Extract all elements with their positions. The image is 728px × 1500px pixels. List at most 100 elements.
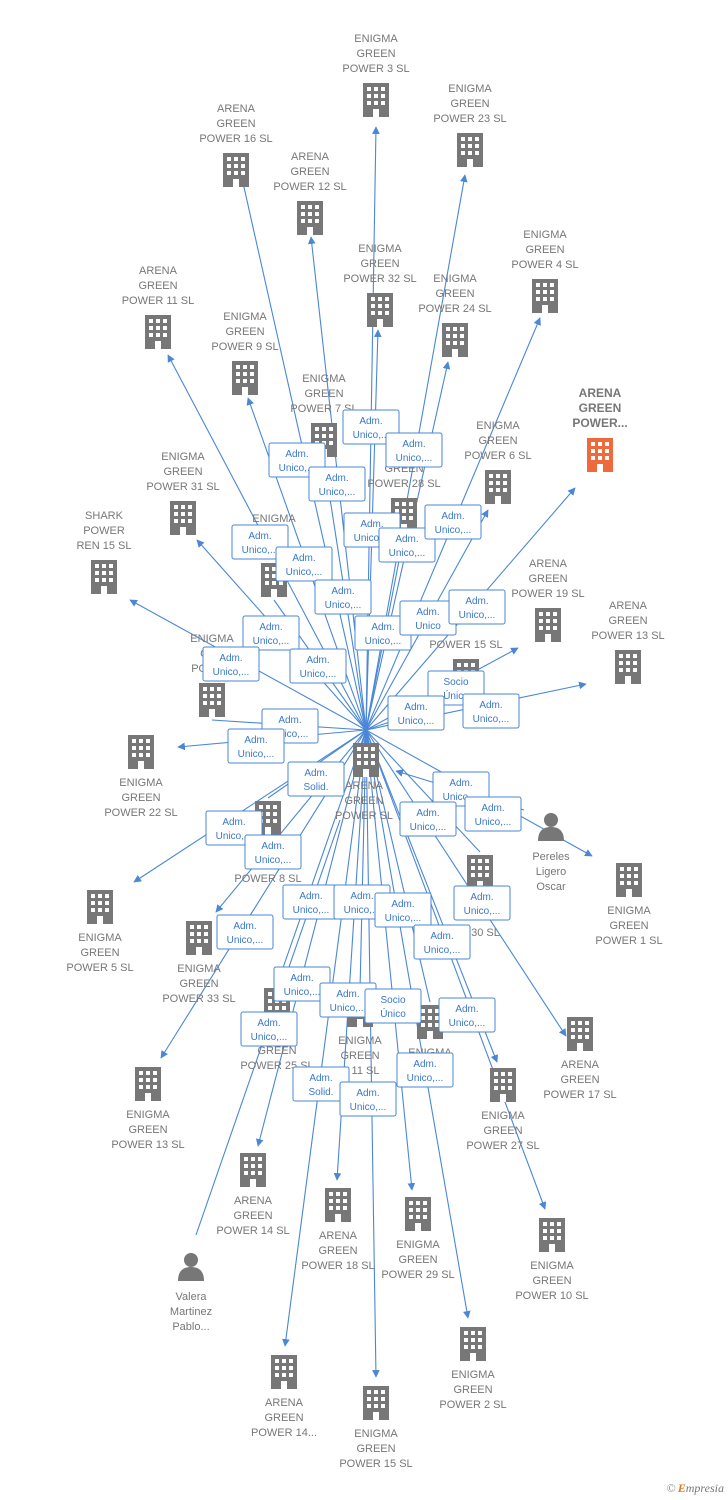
node-agp-label: POWER... — [572, 416, 627, 430]
relation-badge[interactable]: Adm.Unico,... — [464, 796, 522, 832]
relation-badge[interactable]: Adm.Unico,... — [448, 589, 506, 625]
relation-badge[interactable]: Adm.Unico,... — [387, 695, 445, 731]
relation-badge[interactable]: Adm.Unico,... — [308, 466, 366, 502]
node-eg8[interactable]: POWER 8 SL — [234, 801, 302, 885]
node-ag19-label: ARENA — [529, 558, 568, 570]
relation-badge[interactable]: Adm.Unico,... — [462, 693, 520, 729]
relation-badge[interactable]: Adm.Unico,... — [216, 914, 274, 950]
relation-badge[interactable]: Adm.Unico,... — [378, 527, 436, 563]
node-eg27-label: ENIGMA — [481, 1110, 525, 1122]
edge-eg30 — [365, 729, 481, 853]
relation-badge[interactable]: Adm.Unico,... — [413, 924, 471, 960]
node-eg15a[interactable]: POWER 15 SL — [429, 639, 503, 693]
node-eg23-label: POWER 23 SL — [433, 113, 506, 125]
relation-badge[interactable]: Adm.Unico,... — [240, 1011, 298, 1047]
relation-role: Adm. — [290, 973, 313, 984]
relation-badge[interactable]: Adm.Unico,... — [374, 892, 432, 928]
node-ag19-label: POWER 19 SL — [511, 588, 584, 600]
relation-badge[interactable]: Adm.Solid. — [287, 761, 345, 797]
building-icon — [240, 1153, 266, 1187]
relation-type: Solid. — [308, 1087, 333, 1098]
relation-role: Adm. — [416, 607, 439, 618]
relation-badge[interactable]: Adm.Unico,... — [289, 648, 347, 684]
relation-badge[interactable]: Adm.Unico,... — [202, 646, 260, 682]
node-agp-label: GREEN — [579, 401, 622, 415]
relation-badge[interactable]: Adm.Unico,... — [244, 834, 302, 870]
node-eg4-label: POWER 4 SL — [511, 259, 578, 271]
relation-badge[interactable]: Adm.Unico,... — [399, 801, 457, 837]
building-icon — [532, 279, 558, 313]
relation-badge[interactable]: Adm.Unico,... — [282, 884, 340, 920]
node-eg24-label: ENIGMA — [433, 273, 477, 285]
relation-badge[interactable]: Adm.Unico,... — [385, 432, 443, 468]
building-icon — [615, 650, 641, 684]
node-eg7-label: POWER 7 SL — [290, 403, 357, 415]
relation-badge[interactable]: Adm.Unico,... — [396, 1052, 454, 1088]
relation-badge[interactable]: Adm.Unico,... — [231, 524, 289, 560]
building-icon — [87, 890, 113, 924]
relation-badge[interactable]: Adm.Unico,... — [275, 546, 333, 582]
node-eg2-label: ENIGMA — [451, 1369, 495, 1381]
relation-badge[interactable]: Adm.Unico,... — [453, 885, 511, 921]
edge-eg29 — [365, 729, 416, 1191]
relation-badge[interactable]: Adm.Unico,... — [227, 728, 285, 764]
node-agp[interactable]: ARENAGREENPOWER... — [572, 386, 628, 472]
node-spr-label: POWER — [83, 525, 125, 537]
relation-type: Unico,... — [354, 533, 391, 544]
relation-badge[interactable]: Adm.Unico,... — [342, 409, 400, 445]
relation-box — [227, 728, 285, 764]
relation-role: Socio — [380, 995, 405, 1006]
relation-badge[interactable]: Adm.Unico,... — [438, 997, 496, 1033]
relation-role: Adm. — [416, 808, 439, 819]
relation-badge[interactable]: Adm.Unico,... — [314, 579, 372, 615]
relation-badge[interactable]: Adm.Unico,... — [424, 504, 482, 540]
node-valera[interactable]: ValeraMartinezPablo... — [170, 1253, 212, 1333]
node-eg2-label: POWER 2 SL — [439, 1399, 506, 1411]
building-icon — [405, 1197, 431, 1231]
relation-badge[interactable]: Adm.Unico — [399, 600, 457, 636]
building-icon — [490, 1068, 516, 1102]
relation-badge[interactable]: Adm.Unico,... — [339, 1081, 397, 1117]
relation-type: Unico,... — [396, 453, 433, 464]
relation-badge[interactable]: Adm.Solid. — [292, 1066, 350, 1102]
relation-box — [339, 1081, 397, 1117]
node-eg9-label: POWER 9 SL — [211, 341, 278, 353]
relation-badge[interactable]: Adm.Unico,... — [242, 615, 300, 651]
node-ag13-label: ARENA — [609, 600, 648, 612]
relation-type: Unico,... — [293, 905, 330, 916]
node-ag12-label: POWER 12 SL — [273, 181, 346, 193]
